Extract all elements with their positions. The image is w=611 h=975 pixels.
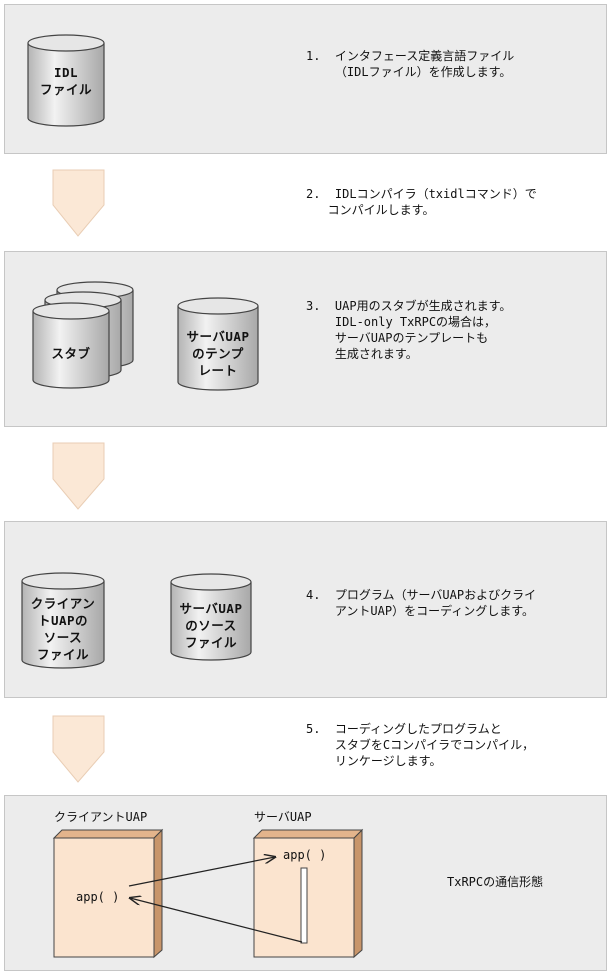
- stub-cylinder-front: [32, 302, 110, 389]
- server-source-cylinder: [170, 573, 252, 661]
- step-3-text: 3. UAP用のスタブが生成されます。 IDL-only TxRPCの場合は， …: [306, 299, 512, 361]
- step-5-text: 5. コーディングしたプログラムと スタブをCコンパイラでコンパイル， リンケー…: [306, 722, 535, 768]
- idl-file-cylinder: [27, 34, 105, 127]
- stub-label: スタブ: [51, 346, 91, 361]
- server-source-label: サーバUAP のソース ファイル: [179, 601, 243, 650]
- client-source-label: クライアン トUAPの ソース ファイル: [30, 596, 96, 662]
- down-arrow-1: [52, 169, 105, 237]
- return-arrow: [130, 898, 303, 943]
- server-template-label: サーバUAP のテンプ レート: [186, 329, 250, 378]
- call-arrow: [128, 857, 275, 887]
- server-uap-title: サーバUAP: [254, 810, 312, 824]
- server-template-cylinder: [177, 297, 259, 391]
- client-source-cylinder: [21, 572, 105, 669]
- down-arrow-3: [52, 715, 105, 783]
- down-arrow-2: [52, 442, 105, 510]
- step-1-text: 1. インタフェース定義言語ファイル （IDLファイル）を作成します。: [306, 49, 515, 79]
- step-4-text: 4. プログラム（サーバUAPおよびクライ アントUAP）をコーディングします。: [306, 588, 537, 618]
- client-app-call: app( ): [76, 890, 120, 904]
- server-app-call: app( ): [283, 848, 327, 862]
- diagram-caption: TxRPCの通信形態: [447, 875, 544, 889]
- idl-file-label: IDL ファイル: [39, 65, 92, 97]
- step-2-text: 2. IDLコンパイラ（txidlコマンド）で コンパイルします。: [306, 187, 537, 217]
- client-uap-title: クライアントUAP: [54, 810, 148, 824]
